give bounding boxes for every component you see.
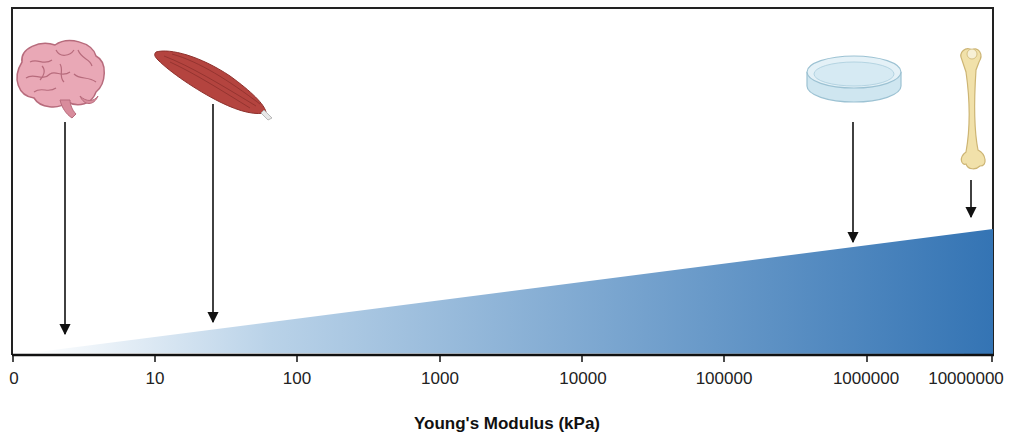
- tick-label: 100: [283, 369, 311, 389]
- tick-label: 10: [146, 369, 165, 389]
- petri-dish-icon: [807, 56, 901, 102]
- bone-icon: [961, 49, 985, 169]
- brain-icon: [17, 41, 104, 118]
- tick-label: 100000: [696, 369, 753, 389]
- tick-label: 10000: [559, 369, 606, 389]
- muscle-icon: [155, 51, 272, 120]
- x-axis: [12, 354, 994, 357]
- axis-title: Young's Modulus (kPa): [414, 414, 600, 434]
- chart-frame: [12, 8, 993, 355]
- stiffness-wedge: [30, 229, 993, 354]
- tick-label: 1000: [421, 369, 459, 389]
- axis-ticks: [13, 355, 992, 362]
- tick-label: 0: [9, 369, 18, 389]
- pointer-arrows: [65, 104, 971, 334]
- tick-label: 10000000: [928, 369, 1004, 389]
- tick-label: 1000000: [833, 369, 899, 389]
